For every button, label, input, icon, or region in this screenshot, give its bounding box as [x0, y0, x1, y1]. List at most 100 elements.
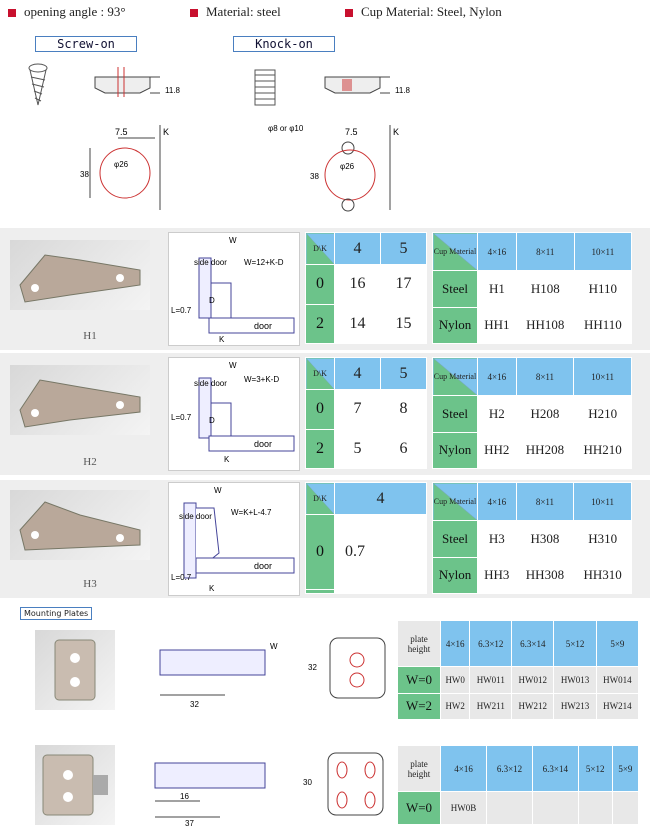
d-label: D — [209, 416, 215, 425]
holes-label: φ8 or φ10 — [268, 124, 304, 133]
w-label: W — [229, 361, 237, 370]
k-axis-label: K — [321, 244, 327, 253]
row-head: plate height — [397, 620, 441, 667]
table-cell: HW211 — [469, 692, 513, 720]
col-head: 5 — [380, 357, 427, 390]
k-axis-label: K — [321, 369, 327, 378]
table-cell: 17 — [380, 264, 427, 305]
table-cell: HW0 — [439, 666, 471, 694]
table-cell: 14 — [334, 303, 381, 344]
table-cell: HH310 — [573, 556, 632, 594]
corner-cell: Cup Material — [432, 232, 478, 271]
cup-side-view-screw: 11.8 — [94, 67, 181, 97]
row-head: 2 — [305, 428, 335, 469]
plate-photo-2 — [35, 745, 115, 825]
table-cell: HW014 — [595, 666, 640, 694]
table-cell: HW214 — [595, 692, 640, 720]
dim-label: 37 — [185, 819, 194, 827]
knock-plug-icon — [254, 69, 276, 106]
row-head: W=0 — [397, 666, 441, 694]
side-door-label: side door — [179, 512, 212, 521]
spec-cup-material: Cup Material: Steel, Nylon — [345, 4, 502, 20]
col-head: 5×12 — [577, 745, 613, 792]
dim-label: 30 — [303, 778, 312, 787]
mounting-title: Mounting Plates — [20, 607, 93, 620]
spec-material: Material: steel — [190, 4, 281, 20]
table-cell — [577, 791, 613, 825]
table-cell: H108 — [515, 270, 575, 308]
table-cell: HH208 — [515, 431, 575, 469]
table-cell: HH3 — [477, 556, 517, 594]
col-head: 10×11 — [573, 232, 633, 271]
col-head: 6.3×14 — [511, 620, 555, 667]
table-cell: 8 — [380, 389, 427, 430]
dim-label: 16 — [180, 792, 189, 801]
table-cell: HH110 — [573, 306, 633, 344]
table-cell: HH308 — [515, 556, 575, 594]
cup-label: Cup — [433, 247, 448, 256]
col-head: 10×11 — [573, 357, 632, 396]
row-head: plate height — [397, 745, 441, 792]
offset-label: 7.5 — [345, 127, 358, 137]
plate-top-2: 30 — [303, 752, 384, 816]
table-cell: HW0B — [439, 791, 488, 825]
bullet-icon — [190, 9, 198, 18]
table-cell: HH210 — [573, 431, 632, 469]
dia-label: φ26 — [340, 162, 355, 171]
col-head: 5×12 — [553, 620, 597, 667]
k-label: K — [219, 335, 225, 344]
corner-cell: D\K — [305, 482, 335, 515]
dim-label: 32 — [190, 700, 199, 709]
k-label: K — [209, 584, 215, 593]
cup-label: Cup — [433, 497, 448, 506]
k-label: K — [163, 127, 169, 137]
table-cell: 15 — [380, 303, 427, 344]
col-head: 4×16 — [439, 620, 471, 667]
col-head: 5 — [380, 232, 427, 265]
hinge-caption: H1 — [83, 330, 97, 342]
cup-label: Cup — [433, 372, 448, 381]
d-axis-label: D — [313, 244, 319, 253]
table-cell: H2 — [477, 395, 517, 433]
bullet-icon — [345, 9, 353, 18]
table-cell — [531, 791, 579, 825]
corner-cell: Cup Material — [432, 482, 478, 521]
col-head: 8×11 — [515, 232, 575, 271]
table-cell: HW213 — [553, 692, 597, 720]
col-head: 4×16 — [477, 232, 517, 271]
plate-photo-1 — [35, 630, 115, 710]
table-cell: HH1 — [477, 306, 517, 344]
row-head: Nylon — [432, 431, 478, 469]
col-head: 4 — [334, 357, 381, 390]
plate-top-1: 32 — [308, 637, 386, 699]
d-axis-label: D — [313, 369, 319, 378]
table-cell: H308 — [515, 520, 575, 558]
depth-label: 11.8 — [165, 86, 181, 95]
hinge-photo-h1 — [10, 240, 150, 310]
d-axis-label: D — [313, 494, 319, 503]
row-head: W=2 — [397, 692, 441, 720]
plate-section-2: 16 37 — [154, 762, 266, 827]
row-head: Steel — [432, 520, 478, 558]
table-cell: H110 — [573, 270, 633, 308]
screw-icon — [28, 63, 48, 106]
col-head: 6.3×12 — [486, 745, 533, 792]
w-label: W — [270, 642, 278, 651]
col-head: 6.3×14 — [531, 745, 579, 792]
bullet-icon — [8, 9, 16, 18]
material-label: Material — [449, 497, 477, 506]
table-cell: H310 — [573, 520, 632, 558]
tab-screw-on: Screw-on — [35, 36, 137, 52]
table-cell: HW2 — [439, 692, 471, 720]
row-head: Nylon — [432, 556, 478, 594]
formula-label: W=3+K-D — [244, 375, 279, 384]
row-head: 0 — [305, 264, 335, 305]
spec-angle: opening angle : 93° — [8, 4, 126, 20]
col-head: 4×16 — [477, 357, 517, 396]
